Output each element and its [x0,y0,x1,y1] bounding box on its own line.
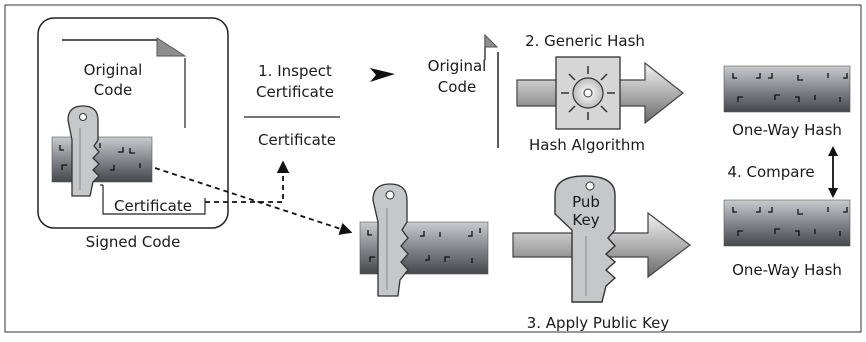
step2-label: 2. Generic Hash [525,32,645,50]
encrypted-hash-icon [723,65,851,113]
original-code-left-line1: Original [84,61,143,79]
one-way-hash-top: One-Way Hash [723,65,851,139]
extract-signature-arrow [154,167,353,235]
one-way-hash-bottom-label: One-Way Hash [732,261,842,279]
certificate-mid-label: Certificate [258,131,336,149]
one-way-hash-bottom: One-Way Hash [723,199,851,279]
encrypted-hash-icon [723,199,851,247]
dashed-connectors [154,160,353,235]
hash-algorithm-label: Hash Algorithm [529,136,645,154]
key-icon [372,183,409,297]
encrypted-hash-icon [51,136,153,183]
pub-key-label-line2: Key [572,211,599,229]
step1-label-line2: Certificate [256,83,334,101]
step3-label: 3. Apply Public Key [527,314,670,332]
step1-group: 1. Inspect Certificate Certificate [244,62,340,149]
inspect-certificate-arrow [205,160,290,203]
signed-code-label: Signed Code [86,233,181,251]
step4-label: 4. Compare [727,163,814,181]
step2-group: 2. Generic Hash Hash Algorithm [516,32,684,154]
key-icon: Pub Key [554,175,617,303]
document-icon: Original Code [62,37,187,128]
step4-group: 4. Compare [727,146,838,198]
signed-code-group: Signed Code [37,17,229,251]
document-icon: Original Code [428,33,499,148]
step1-label-line1: 1. Inspect [258,62,332,80]
signed-code-frame [37,17,229,229]
certificate-box: Certificate [100,184,206,215]
pub-key-label-line1: Pub [572,193,600,211]
arrow-icon [370,68,395,82]
original-code-left-line2: Code [94,81,132,99]
hash-algorithm-icon [555,56,621,130]
one-way-hash-top-label: One-Way Hash [732,121,842,139]
certificate-box-label: Certificate [114,197,192,215]
step3-group: Pub Key 3. Apply Public Key [359,175,691,332]
original-code-mid-line1: Original [428,57,487,75]
original-code-mid-line2: Code [438,78,476,96]
key-icon [67,105,100,197]
